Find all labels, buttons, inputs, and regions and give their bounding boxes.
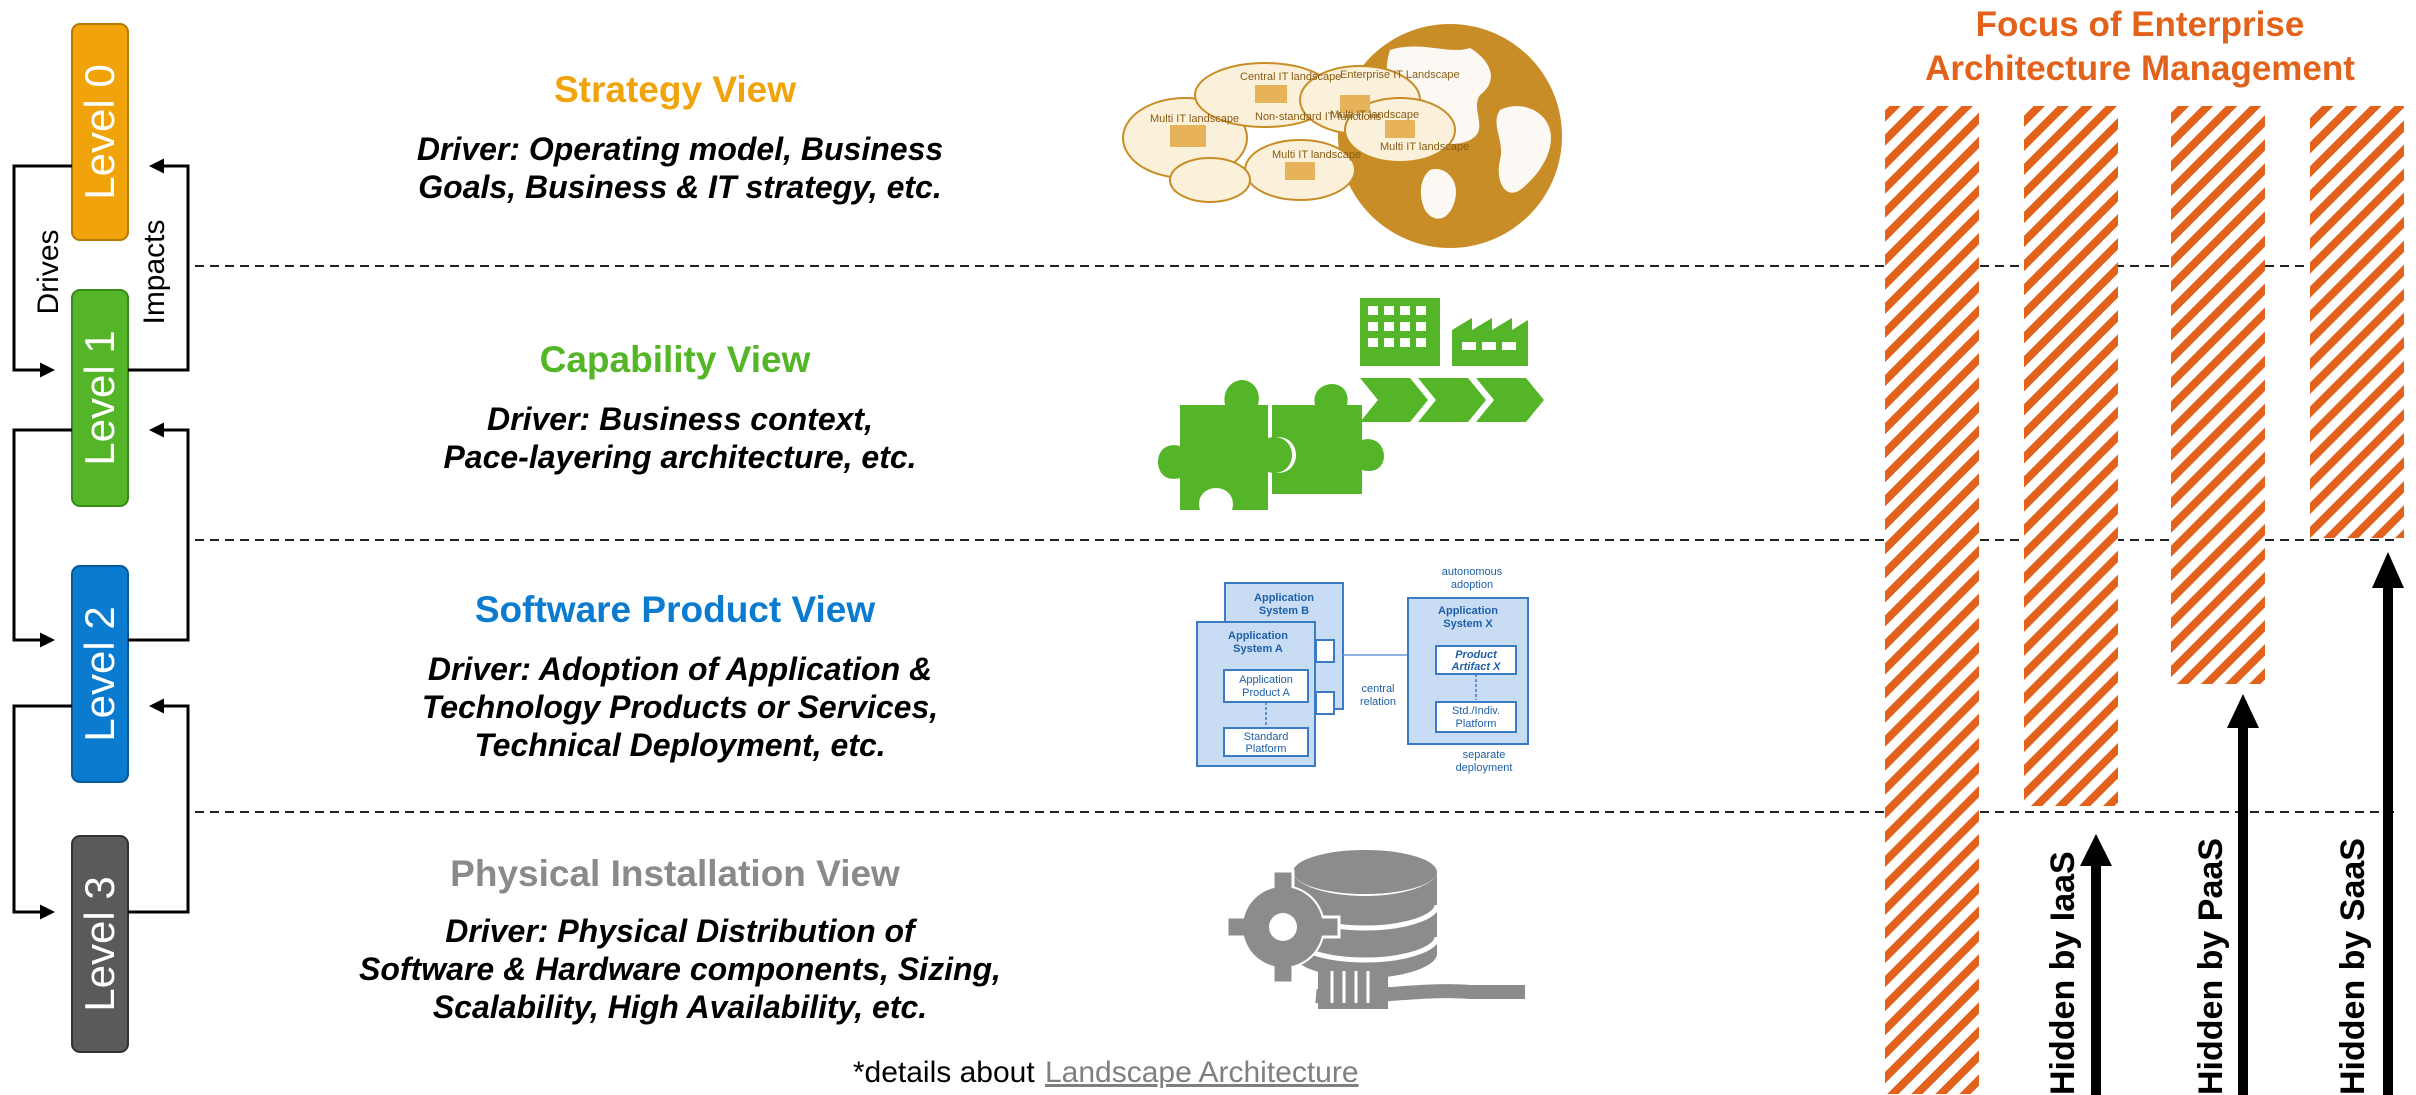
level-2-box: Level 2 — [71, 565, 129, 783]
level-2-rect — [71, 565, 129, 783]
iaas-arrow-head — [2080, 834, 2112, 866]
focus-bar-saas — [2310, 106, 2404, 538]
drives-arrow-1-2 — [12, 428, 72, 648]
hidden-by-paas-label: Hidden by PaaS — [2192, 838, 2230, 1095]
paas-arrow-head — [2227, 694, 2259, 728]
iaas-arrow-shaft — [2091, 860, 2101, 1095]
app-b-label-1: Application — [1254, 592, 1314, 604]
app-x-label-2: System X — [1443, 618, 1493, 630]
product-artifact-label-1: Product — [1455, 649, 1498, 661]
strategy-view-title: Strategy View — [554, 69, 796, 110]
puzzle-piece-icon — [1272, 384, 1384, 494]
std-platform-label-1: Std./Indiv. — [1452, 705, 1500, 717]
gear-icon — [1225, 869, 1341, 985]
drives-label: Drives — [32, 229, 65, 314]
level-1-rect — [71, 289, 129, 507]
level-1-label: Level 1 — [76, 330, 123, 465]
level-3-box: Level 3 — [71, 835, 129, 1053]
capability-driver-line-1: Driver: Business context, — [487, 401, 873, 437]
focus-bar-on-premise — [1885, 106, 1979, 1094]
impacts-arrows — [128, 158, 190, 914]
level-3-label: Level 3 — [76, 876, 123, 1011]
impacts-arrow-3-2 — [128, 698, 190, 914]
autonomous-adoption-label-1: autonomous — [1442, 566, 1503, 578]
level-2-label: Level 2 — [76, 606, 123, 741]
physical-driver-line-1: Driver: Physical Distribution of — [445, 913, 918, 949]
impacts-arrow-2-1 — [128, 422, 190, 642]
focus-title-line-1: Focus of Enterprise — [1976, 5, 2305, 44]
strategy-driver-line-2: Goals, Business & IT strategy, etc. — [418, 169, 941, 205]
level-3-rect — [71, 835, 129, 1053]
product-a-label-2: Product A — [1242, 687, 1290, 699]
globe-clouds-icon: Enterprise IT Landscape Central IT lands… — [1122, 24, 1562, 248]
physical-installation-view-title: Physical Installation View — [450, 853, 900, 894]
impacts-label: Impacts — [138, 219, 171, 324]
software-product-view-title: Software Product View — [475, 589, 875, 630]
app-b-label-2: System B — [1259, 605, 1309, 617]
paas-arrow-shaft — [2238, 722, 2248, 1095]
autonomous-adoption-label-2: adoption — [1451, 579, 1493, 591]
level-0-rect — [71, 23, 129, 241]
separate-deployment-label-1: separate — [1463, 749, 1506, 761]
level-0-box: Level 0 — [71, 23, 129, 241]
hidden-by-saas-label: Hidden by SaaS — [2334, 838, 2372, 1095]
drives-arrow-2-3 — [12, 704, 72, 920]
physical-driver-line-3: Scalability, High Availability, etc. — [433, 989, 927, 1025]
hidden-by-arrows — [2080, 552, 2404, 1095]
saas-arrow-head — [2372, 552, 2404, 588]
app-a-label-2: System A — [1233, 643, 1283, 655]
strategy-icon-label: Multi IT landscape — [1272, 149, 1361, 161]
strategy-icon-label: Central IT landscape — [1240, 71, 1341, 83]
focus-bar-iaas — [2024, 106, 2118, 806]
standard-platform-label-2: Platform — [1246, 743, 1287, 755]
app-a-label-1: Application — [1228, 630, 1288, 642]
physical-driver-line-2: Software & Hardware components, Sizing, — [359, 951, 1001, 987]
focus-bar-paas — [2171, 106, 2265, 684]
footer-note: *details about — [853, 1056, 1043, 1089]
central-relation-label-2: relation — [1360, 696, 1396, 708]
puzzle-factory-icon — [1158, 298, 1544, 510]
capability-driver-line-2: Pace-layering architecture, etc. — [443, 439, 916, 475]
chevron-icon — [1476, 378, 1544, 422]
chevron-icon — [1418, 378, 1486, 422]
level-0-label: Level 0 — [76, 64, 123, 199]
strategy-driver-line-1: Driver: Operating model, Business — [417, 131, 943, 167]
separate-deployment-label-2: deployment — [1456, 762, 1513, 774]
hidden-by-iaas-label: Hidden by IaaS — [2044, 851, 2082, 1095]
strategy-icon-label: Enterprise IT Landscape — [1340, 69, 1460, 81]
capability-view-title: Capability View — [540, 339, 811, 380]
product-artifact-label-2: Artifact X — [1451, 661, 1502, 673]
std-platform-label-2: Platform — [1456, 718, 1497, 730]
chevron-icon — [1360, 378, 1428, 422]
saas-arrow-shaft — [2383, 582, 2393, 1095]
product-a-label-1: Application — [1239, 674, 1293, 686]
strategy-icon-label: Non-standard IT functions — [1255, 111, 1382, 123]
strategy-icon-label: Multi IT landscape — [1150, 113, 1239, 125]
landscape-architecture-link[interactable]: Landscape Architecture — [1045, 1056, 1359, 1089]
impacts-arrow-1-0 — [128, 158, 190, 372]
central-relation-label-1: central — [1361, 683, 1394, 695]
software-driver-line-2: Technology Products or Services, — [422, 689, 938, 725]
puzzle-piece-icon — [1158, 380, 1292, 510]
level-1-box: Level 1 — [71, 289, 129, 507]
database-gear-icon — [1225, 850, 1525, 1009]
app-x-label-1: Application — [1438, 605, 1498, 617]
strategy-icon-label: Multi IT landscape — [1330, 109, 1419, 121]
focus-title-line-2: Architecture Management — [1925, 49, 2355, 88]
software-driver-line-3: Technical Deployment, etc. — [474, 727, 885, 763]
strategy-icon-label: Multi IT landscape — [1380, 141, 1469, 153]
software-driver-line-1: Driver: Adoption of Application & — [428, 651, 932, 687]
drives-arrow-0-1 — [12, 164, 72, 378]
application-system-diagram-icon: Application System B Application System … — [1196, 566, 1529, 774]
drives-arrows — [12, 164, 72, 920]
standard-platform-label-1: Standard — [1244, 731, 1289, 743]
